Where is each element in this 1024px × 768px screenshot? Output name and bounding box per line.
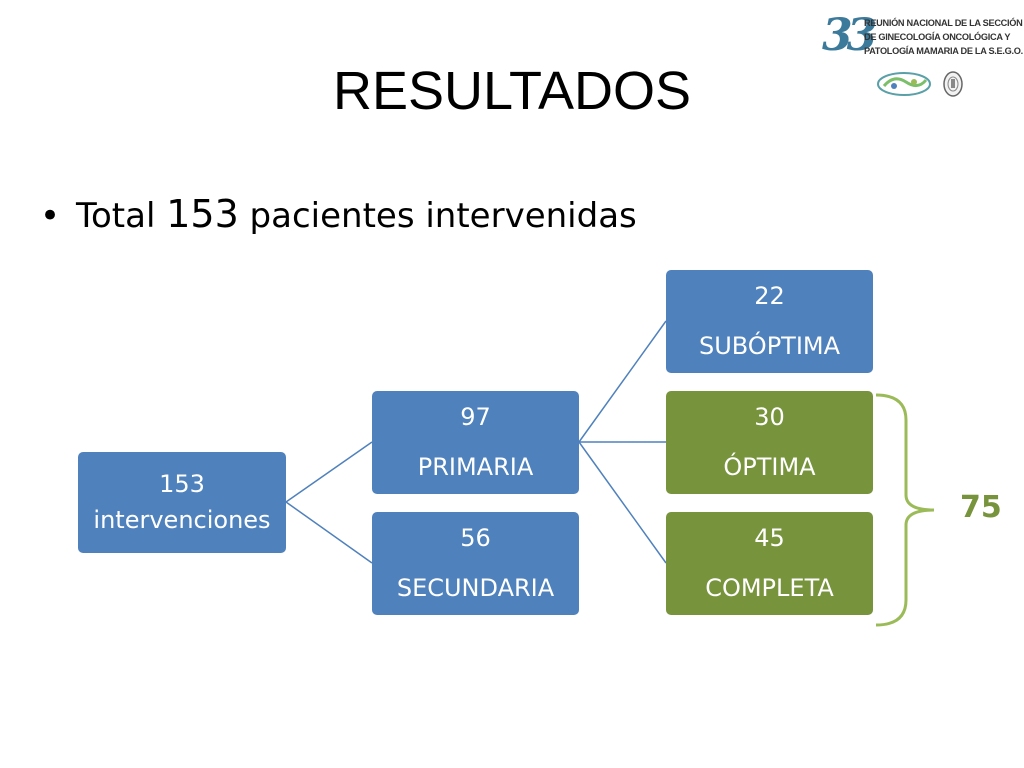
logo-text: REUNIÓN NACIONAL DE LA SECCIÓN DE GINECO… xyxy=(864,16,1024,58)
connector-root-secundaria xyxy=(285,501,373,564)
connector-root-primaria xyxy=(285,441,373,503)
bullet-dot-icon: • xyxy=(40,196,61,236)
bullet-text-post: pacientes intervenidas xyxy=(238,196,637,236)
node-completa-value: 45 xyxy=(754,524,785,552)
node-optima: 30 ÓPTIMA xyxy=(666,391,873,494)
bullet-total-patients: • Total 153 pacientes intervenidas xyxy=(40,192,637,236)
bullet-number: 153 xyxy=(166,192,239,236)
node-root-intervenciones: 153 intervenciones xyxy=(78,452,286,553)
bracket-total: 75 xyxy=(960,490,1002,525)
logo-line-3: PATOLOGÍA MAMARIA DE LA S.E.G.O. xyxy=(864,46,1023,56)
curly-bracket xyxy=(875,393,935,627)
page-title: RESULTADOS xyxy=(332,61,692,121)
node-secundaria: 56 SECUNDARIA xyxy=(372,512,579,615)
connector-primaria-suboptima xyxy=(578,320,667,443)
node-root-value: 153 xyxy=(159,470,205,498)
node-suboptima-label: SUBÓPTIMA xyxy=(698,332,841,360)
node-primaria-label: PRIMARIA xyxy=(417,453,534,481)
logo-line-1: REUNIÓN NACIONAL DE LA SECCIÓN xyxy=(864,18,1023,28)
node-suboptima-value: 22 xyxy=(754,282,785,310)
logo: 33 REUNIÓN NACIONAL DE LA SECCIÓN DE GIN… xyxy=(820,10,1023,100)
university-seal-icon xyxy=(943,71,963,97)
node-primaria-value: 97 xyxy=(460,403,491,431)
logo-line-2: DE GINECOLOGÍA ONCOLÓGICA Y xyxy=(864,32,1011,42)
connector-primaria-completa xyxy=(578,441,667,564)
node-primaria: 97 PRIMARIA xyxy=(372,391,579,494)
node-secundaria-label: SECUNDARIA xyxy=(396,574,555,602)
logo-number: 33 xyxy=(822,10,877,61)
node-suboptima: 22 SUBÓPTIMA xyxy=(666,270,873,373)
node-completa-label: COMPLETA xyxy=(705,574,834,602)
node-optima-label: ÓPTIMA xyxy=(723,453,816,481)
sego-emblem-icon xyxy=(877,72,931,96)
node-optima-value: 30 xyxy=(754,403,785,431)
connector-lines xyxy=(285,320,667,564)
node-completa: 45 COMPLETA xyxy=(666,512,873,615)
node-root-label: intervenciones xyxy=(93,506,271,534)
node-secundaria-value: 56 xyxy=(460,524,491,552)
bullet-text-pre: Total xyxy=(76,196,167,236)
